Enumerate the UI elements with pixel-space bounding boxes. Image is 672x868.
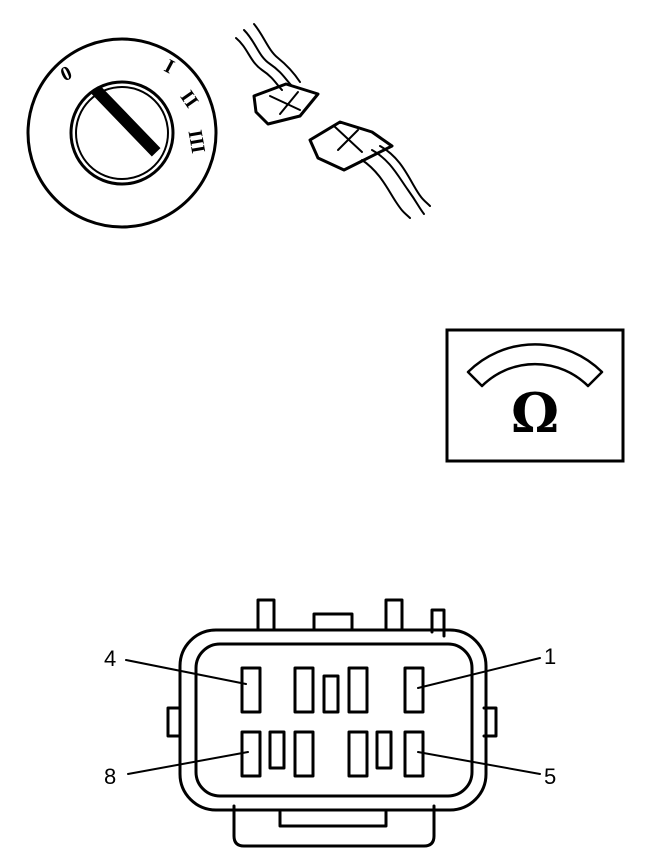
harness-connector-lower [308,120,431,219]
ignition-position-0: 0 [57,62,75,86]
ignition-position-2: II [176,87,203,113]
connector-top-tab-right [384,598,404,632]
connector-housing-outer [178,628,488,812]
ignition-position-1: I [161,55,178,78]
ignition-position-3: III [183,128,209,155]
connector-bottom-lock-slot [278,810,388,828]
connector-housing-inner [194,642,474,798]
ignition-key-slot [91,85,161,157]
ignition-switch-outer-ring [26,37,218,229]
connector-side-tab-left [166,706,182,738]
leader-line-pin-5 [417,751,541,775]
terminal-cavity-4 [240,666,262,714]
terminal-cavity-6 [347,730,369,778]
connector-side-tab-right [482,706,498,738]
connector-top-tab-center [312,612,354,632]
terminal-cavity-8 [240,730,262,778]
terminal-cavity-2 [347,666,369,714]
terminal-cavity-1 [403,666,425,714]
ohmmeter-scale-arc [466,343,604,388]
pin-label-4: 4 [104,646,116,671]
ignition-switch: 0 I II III [26,37,218,229]
leader-line-pin-8 [127,751,249,775]
terminal-key-bottom-right [375,730,393,770]
terminal-cavity-5 [403,730,425,778]
connector-top-tab-left [256,598,276,632]
terminal-cavity-7 [293,730,315,778]
leader-line-pin-1 [417,657,541,689]
connector-face: 4 1 8 5 [104,598,556,848]
terminal-key-bottom-left [268,730,286,770]
pin-label-1: 1 [544,644,556,669]
terminal-cavity-3 [293,666,315,714]
terminal-key-top [322,674,340,714]
pin-label-5: 5 [544,764,556,789]
connector-bottom-lock [232,804,436,848]
harness-connector-upper [235,23,320,126]
ignition-switch-inner-ring [69,80,175,186]
ohmmeter: Ω [445,328,625,463]
ignition-switch-lock-cylinder [75,86,169,180]
pin-label-8: 8 [104,764,116,789]
ohm-symbol: Ω [511,381,559,445]
leader-line-pin-4 [125,659,247,685]
connector-top-tab-far-right [430,608,446,638]
